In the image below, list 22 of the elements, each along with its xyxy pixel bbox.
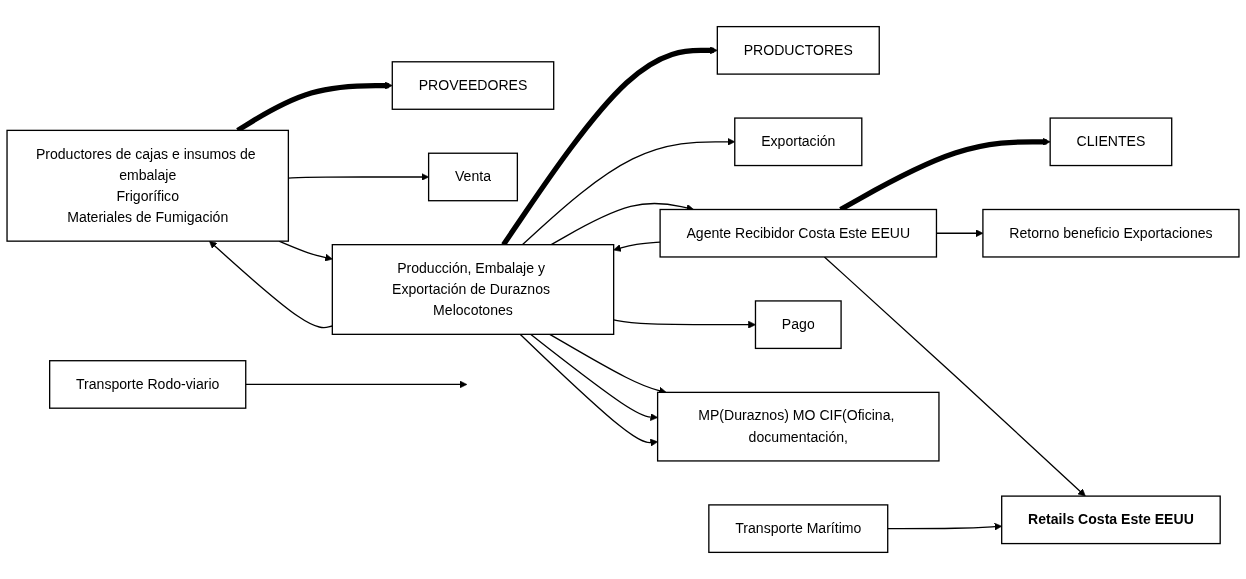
node-box: Agente Recibidor Costa Este EEUU	[659, 208, 938, 258]
arrow	[613, 319, 756, 329]
node-box: Productores de cajas e insumos de embalaje Frigorífico Materiales de Fumigación	[6, 129, 290, 242]
node-box: PROVEEDORES	[391, 61, 555, 110]
arrow	[823, 256, 1086, 497]
arrow	[550, 202, 695, 246]
node-box: Venta	[427, 152, 518, 202]
arrow	[529, 333, 658, 421]
node-box: Transporte Marítimo	[708, 504, 889, 554]
node-box: MP(Duraznos) MO CIF(Oficina, documentación,	[656, 391, 940, 462]
node-box: Transporte Rodo-viario	[49, 360, 247, 409]
node-box: Retorno beneficio Exportaciones	[982, 208, 1240, 258]
node-box: CLIENTES	[1049, 117, 1173, 167]
node-box: Pago	[754, 300, 842, 350]
arrow	[613, 241, 661, 252]
node-box: Retails Costa Este EEUU	[1001, 495, 1221, 545]
node-box: PRODUCTORES	[716, 25, 880, 75]
node-box: Producción, Embalaje y Exportación de Duraznos Melocotones	[331, 244, 615, 335]
node-box: Exportación	[734, 117, 863, 167]
arrow	[245, 380, 468, 389]
arrow	[209, 240, 333, 329]
arrow	[519, 333, 658, 447]
